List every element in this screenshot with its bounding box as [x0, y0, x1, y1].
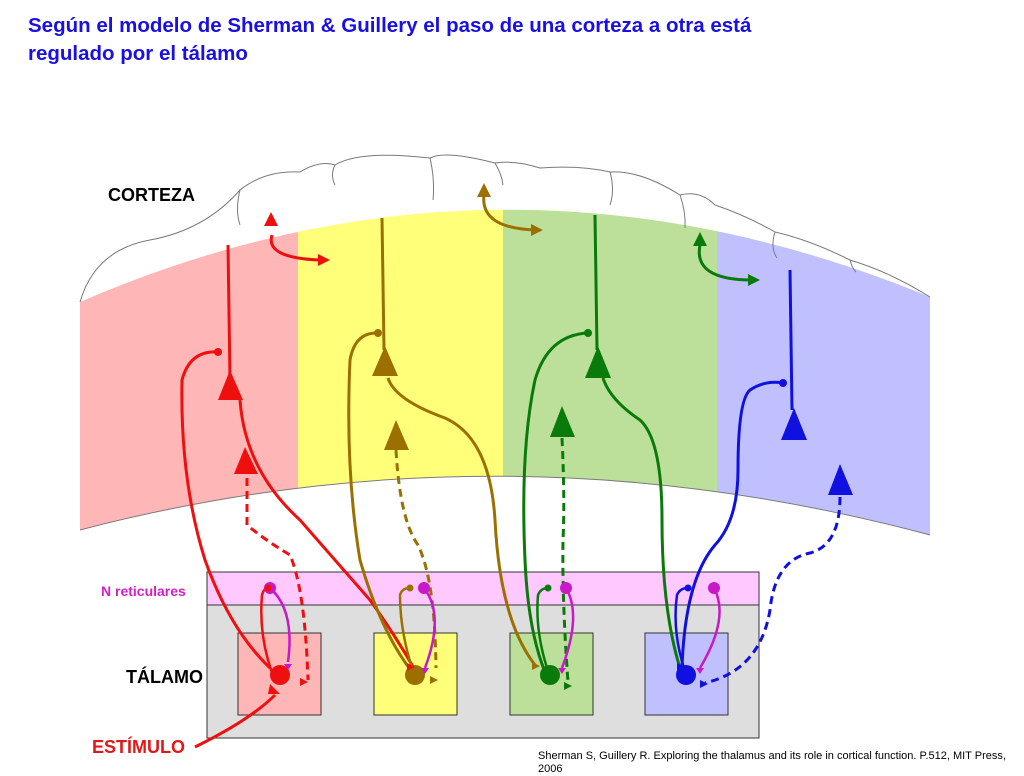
- red-arrowhead-right: [318, 254, 330, 266]
- green-arrowhead-up: [693, 232, 707, 246]
- cortex-label: CORTEZA: [108, 185, 195, 205]
- olive-arrowhead-right: [531, 224, 543, 236]
- blue-synapse: [779, 379, 787, 387]
- olive-pathway: [347, 194, 537, 673]
- green-synapse: [584, 329, 592, 337]
- red-pyramidal-neuron-lower: [234, 447, 258, 474]
- olive-pyramidal-neuron-lower: [384, 420, 409, 450]
- blue-pyramidal-neuron-lower: [828, 464, 853, 495]
- red-pathway: [180, 234, 417, 749]
- green-arrowhead-right: [748, 274, 760, 286]
- olive-synapse: [374, 329, 382, 337]
- reticular-nuclei-label: N reticulares: [101, 583, 186, 599]
- reticular-interneurons: [260, 582, 721, 690]
- green-relay-cell: [540, 665, 560, 685]
- red-synapse: [214, 348, 222, 356]
- blue-pathway: [680, 269, 842, 685]
- blue-relay-cell: [676, 665, 696, 685]
- page-title: Según el modelo de Sherman & Guillery el…: [28, 12, 988, 68]
- stimulus-label: ESTÍMULO: [92, 737, 185, 757]
- citation: Sherman S, Guillery R. Exploring the tha…: [538, 750, 1006, 775]
- red-pyramidal-neuron: [218, 370, 243, 400]
- red-arrowhead-up: [264, 212, 278, 226]
- olive-markers: [372, 183, 543, 685]
- green-markers: [540, 232, 760, 685]
- blue-markers: [676, 379, 853, 685]
- cortex-gyri: [79, 154, 931, 536]
- reticular-cell-olive: [418, 582, 430, 594]
- green-pyramidal-neuron-lower: [550, 406, 575, 437]
- title-line-2: regulado por el tálamo: [28, 42, 248, 65]
- olive-arrowhead-up: [477, 183, 491, 197]
- reticular-cell-green: [560, 582, 572, 594]
- green-pyramidal-neuron: [585, 346, 611, 378]
- reticular-cell-blue: [708, 582, 720, 594]
- title-line-1: Según el modelo de Sherman & Guillery el…: [28, 14, 752, 37]
- olive-relay-cell: [405, 665, 425, 685]
- green-pathway: [522, 214, 753, 683]
- thalamus-label: TÁLAMO: [126, 667, 203, 687]
- blue-pyramidal-neuron: [781, 408, 807, 440]
- olive-pyramidal-neuron: [372, 346, 398, 376]
